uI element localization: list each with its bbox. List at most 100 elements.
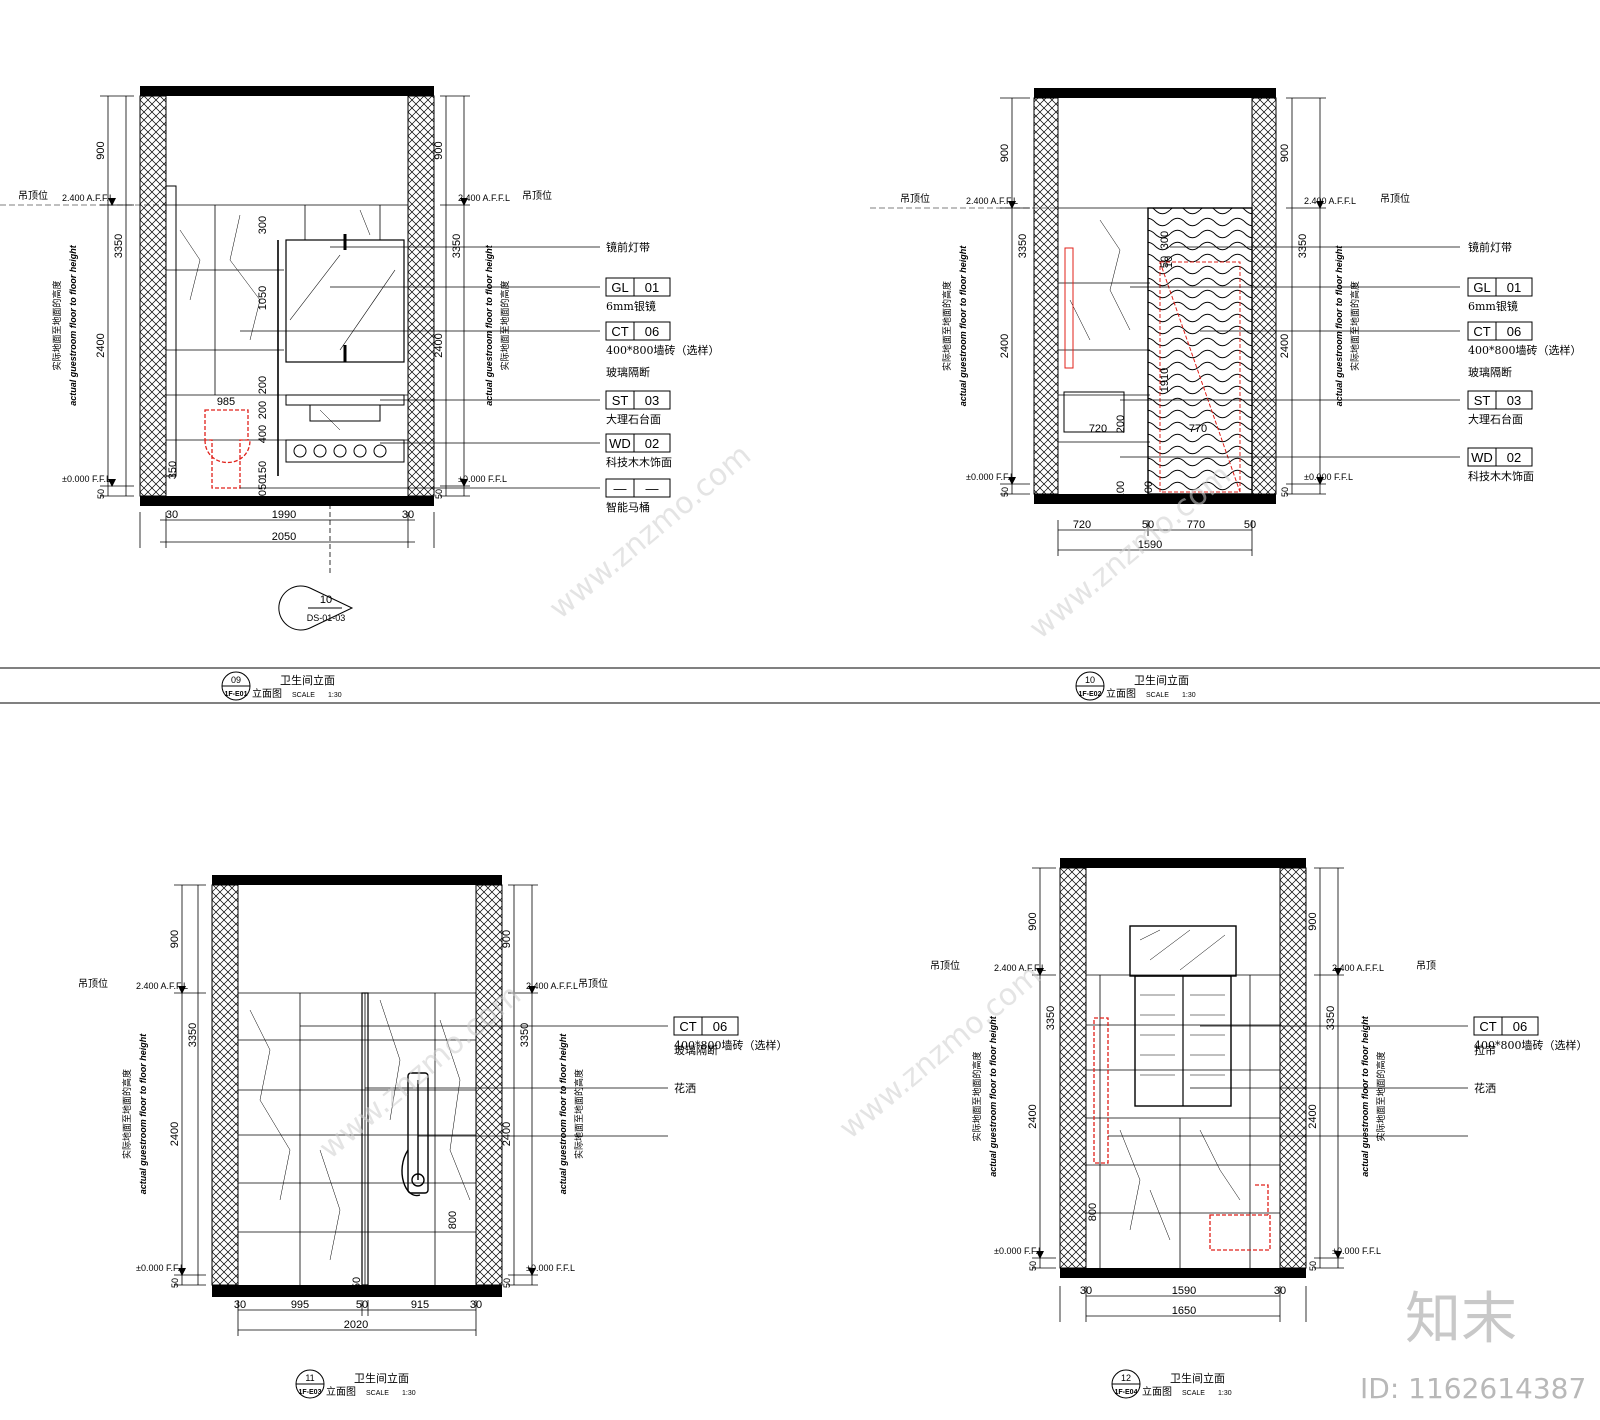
callout-number-box — [701, 1016, 739, 1036]
dim-text: 200 — [257, 376, 269, 394]
material-code: CT — [1479, 1019, 1496, 1034]
height-note-en: actual guestroom floor to floor height — [958, 245, 968, 407]
height-note-cn: 实际地面至地面的高度 — [971, 1051, 983, 1141]
material-number: 03 — [1507, 393, 1521, 408]
dim-text: 3350 — [1045, 1006, 1057, 1030]
ceiling-note: 吊顶位 — [522, 189, 552, 202]
material-number: 01 — [1507, 280, 1521, 295]
material-description: 玻璃隔断 — [674, 1043, 718, 1057]
material-description: 科技木木饰面 — [606, 455, 672, 469]
material-description: 镜前灯带 — [606, 240, 650, 254]
callout-number-box — [633, 321, 671, 341]
dim-text: 50 — [1244, 519, 1256, 531]
vanity-drawer — [285, 439, 405, 463]
dim-text: 2400 — [999, 334, 1011, 358]
material-description: 6mm银镜 — [1468, 299, 1518, 313]
view-subtitle: 立面图 — [326, 1385, 356, 1398]
dim-text: 10 — [1163, 256, 1175, 268]
dim-text: 2050 — [272, 531, 296, 543]
dim-text: 800 — [1087, 1203, 1099, 1221]
view-number: 09 — [231, 675, 241, 685]
height-note-en: actual guestroom floor to floor height — [1334, 245, 1344, 407]
material-description: 400*800墙砖（选样） — [1474, 1038, 1588, 1052]
material-number: 03 — [645, 393, 659, 408]
dim-text: 50 — [502, 1278, 512, 1288]
material-number: 06 — [1513, 1019, 1527, 1034]
scale-label: SCALE — [1182, 1390, 1205, 1397]
section-sheet: DS-01-03 — [307, 613, 346, 623]
elevation-view-09 — [0, 86, 600, 575]
dim-text: 995 — [291, 1299, 309, 1311]
floor-level-label: ±0.000 F.F.L — [966, 472, 1015, 482]
dim-text: 50 — [1142, 519, 1154, 531]
material-description: 6mm银镜 — [606, 299, 656, 313]
dim-text: 900 — [95, 141, 107, 159]
height-note-cn: 实际地面至地面的高度 — [51, 280, 63, 370]
dim-text: 3350 — [1325, 1006, 1337, 1030]
dim-text: 50 — [434, 489, 444, 499]
ceiling-note: 吊顶位 — [78, 977, 108, 990]
scale-value: 1:30 — [328, 692, 342, 699]
dim-text: 50 — [1028, 1261, 1038, 1271]
dim-text: 1990 — [272, 509, 296, 521]
material-description: 科技木木饰面 — [1468, 469, 1534, 483]
sheet-number: 1F-E02 — [1079, 691, 1102, 698]
scale-label: SCALE — [366, 1390, 389, 1397]
dim-text: 50 — [351, 1277, 363, 1289]
sheet-number: 1F-E04 — [1115, 1389, 1138, 1396]
dim-text: 30 — [470, 1299, 482, 1311]
dim-text: 900 — [1027, 912, 1039, 930]
dim-text: 3350 — [451, 234, 463, 258]
view-subtitle: 立面图 — [252, 687, 282, 700]
callout-number-box — [633, 390, 671, 410]
dim-text: 2400 — [1307, 1104, 1319, 1128]
dim-text: 400 — [257, 425, 269, 443]
dimension-right — [440, 95, 470, 497]
mirror — [285, 239, 405, 363]
material-number: 06 — [713, 1019, 727, 1034]
dim-text: 30 — [402, 509, 414, 521]
dim-text: 50 — [1308, 1261, 1318, 1271]
height-note-en: actual guestroom floor to floor height — [484, 244, 494, 406]
material-description: 拉帘 — [1474, 1043, 1496, 1057]
dim-text: 770 — [1187, 519, 1205, 531]
material-code: CT — [1473, 324, 1490, 339]
height-note-en: actual guestroom floor to floor height — [138, 1033, 148, 1195]
dim-text: 1590 — [1172, 1285, 1196, 1297]
callout-number-box — [633, 478, 671, 498]
callout-number-box — [1495, 390, 1533, 410]
dim-text: 30 — [1080, 1285, 1092, 1297]
dim-text: 200 — [1115, 415, 1127, 433]
dim-text: 100 — [1143, 481, 1155, 499]
dim-text: 1050 — [257, 286, 269, 310]
dim-text: 1590 — [1138, 539, 1162, 551]
scale-label: SCALE — [1146, 692, 1169, 699]
dim-text: 150 — [257, 461, 269, 479]
material-description: 玻璃隔断 — [1468, 365, 1512, 379]
height-note-en: actual guestroom floor to floor height — [988, 1015, 998, 1177]
dim-text: 200 — [257, 401, 269, 419]
ceiling-slab — [140, 86, 434, 96]
ceiling-level-label: 2.400 A.F.F.L — [966, 196, 1018, 206]
callout-number-box — [1501, 1016, 1539, 1036]
dim-text: 3350 — [1017, 234, 1029, 258]
dim-text: 3350 — [187, 1023, 199, 1047]
height-note-en: actual guestroom floor to floor height — [1360, 1015, 1370, 1177]
ceiling-note: 吊顶位 — [578, 977, 608, 990]
view-number: 12 — [1121, 1373, 1131, 1383]
ceiling-note: 吊顶 — [1416, 960, 1436, 972]
section-number: 10 — [320, 594, 332, 606]
floor-level-label: ±0.000 F.F.L — [1304, 472, 1353, 482]
sheet-number: 1F-E03 — [299, 1389, 322, 1396]
dim-text: 30 — [166, 509, 178, 521]
view-subtitle: 立面图 — [1106, 687, 1136, 700]
material-number: 06 — [645, 324, 659, 339]
dim-text: 350 — [167, 461, 179, 479]
height-note-cn: 实际地面至地面的高度 — [1349, 281, 1361, 371]
shower-set — [401, 1072, 429, 1197]
annotation-layer: 900 3350 2400 50 900 3350 2400 50 2.400 A.F.F.L 2… — [18, 141, 1588, 1399]
view-number: 10 — [1085, 675, 1095, 685]
dim-text: 915 — [411, 1299, 429, 1311]
dim-text: 900 — [999, 144, 1011, 162]
callout-number-box — [633, 277, 671, 297]
